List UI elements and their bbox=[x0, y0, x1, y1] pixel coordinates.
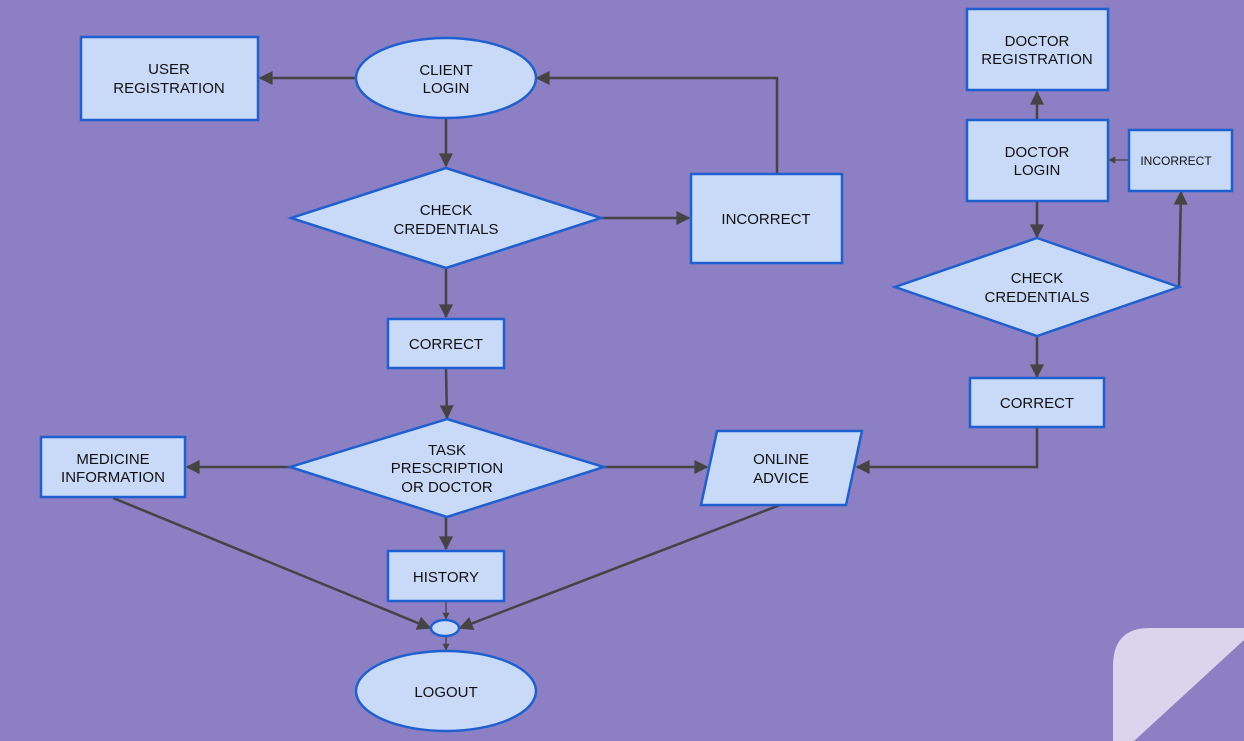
node-label-line: CLIENT bbox=[419, 62, 472, 79]
node-client-login: CLIENT LOGIN bbox=[354, 36, 538, 120]
edge-doctor-check-to-incorrect bbox=[1173, 190, 1188, 288]
node-check-credentials-client: CHECK CREDENTIALS bbox=[286, 166, 606, 270]
node-incorrect-client: INCORRECT bbox=[689, 172, 844, 265]
node-label-line: LOGOUT bbox=[414, 684, 477, 701]
node-label-line: CORRECT bbox=[1000, 395, 1074, 412]
node-label-line: CREDENTIALS bbox=[393, 221, 498, 238]
node-user-registration: USER REGISTRATION bbox=[79, 35, 260, 122]
node-doctor-login: DOCTOR LOGIN bbox=[965, 118, 1110, 203]
node-doctor-registration: DOCTOR REGISTRATION bbox=[965, 7, 1110, 92]
node-label-line: TASK bbox=[428, 442, 466, 459]
node-label-line: INCORRECT bbox=[721, 211, 810, 228]
node-label-line: INCORRECT bbox=[1140, 154, 1212, 168]
node-label-line: INFORMATION bbox=[61, 469, 165, 486]
node-label-line: OR DOCTOR bbox=[401, 479, 493, 496]
node-label-line: ADVICE bbox=[753, 470, 809, 487]
node-label-line: CHECK bbox=[420, 202, 473, 219]
edge-incorrect-to-client-login bbox=[535, 71, 779, 181]
node-incorrect-doctor: INCORRECT bbox=[1127, 128, 1234, 193]
node-label-line: CHECK bbox=[1011, 270, 1064, 287]
node-label-line: ONLINE bbox=[753, 451, 809, 468]
edge-online-advice-to-merge bbox=[458, 503, 781, 631]
node-label-line: HISTORY bbox=[413, 569, 479, 586]
node-label-line: PRESCRIPTION bbox=[391, 460, 504, 477]
node-history: HISTORY bbox=[386, 549, 506, 603]
node-logout: LOGOUT bbox=[354, 649, 538, 733]
edge-correct-to-task bbox=[439, 368, 454, 420]
node-label-line: DOCTOR bbox=[1005, 33, 1070, 50]
node-label-line: USER bbox=[148, 61, 190, 78]
node-correct-client: CORRECT bbox=[386, 317, 506, 370]
merge-junction bbox=[429, 618, 461, 638]
node-label-line: REGISTRATION bbox=[981, 51, 1092, 68]
node-label-line: DOCTOR bbox=[1005, 144, 1070, 161]
node-medicine-information: MEDICINE INFORMATION bbox=[39, 435, 187, 499]
node-label-line: LOGIN bbox=[1014, 162, 1061, 179]
edge-doctor-correct-to-online-advice bbox=[855, 427, 1039, 474]
node-label-line: CORRECT bbox=[409, 336, 483, 353]
page-curl-decoration bbox=[1113, 628, 1244, 741]
node-task: TASK PRESCRIPTION OR DOCTOR bbox=[285, 417, 609, 519]
edges bbox=[112, 71, 1188, 651]
node-correct-doctor: CORRECT bbox=[968, 376, 1106, 429]
node-online-advice: ONLINE ADVICE bbox=[699, 429, 864, 507]
node-label-line: REGISTRATION bbox=[113, 80, 224, 97]
node-label-line: MEDICINE bbox=[76, 451, 149, 468]
node-label-line: LOGIN bbox=[423, 80, 470, 97]
edge-medicine-to-merge bbox=[112, 496, 432, 630]
node-label-line: CREDENTIALS bbox=[984, 289, 1089, 306]
node-check-credentials-doctor: CHECK CREDENTIALS bbox=[891, 236, 1183, 338]
